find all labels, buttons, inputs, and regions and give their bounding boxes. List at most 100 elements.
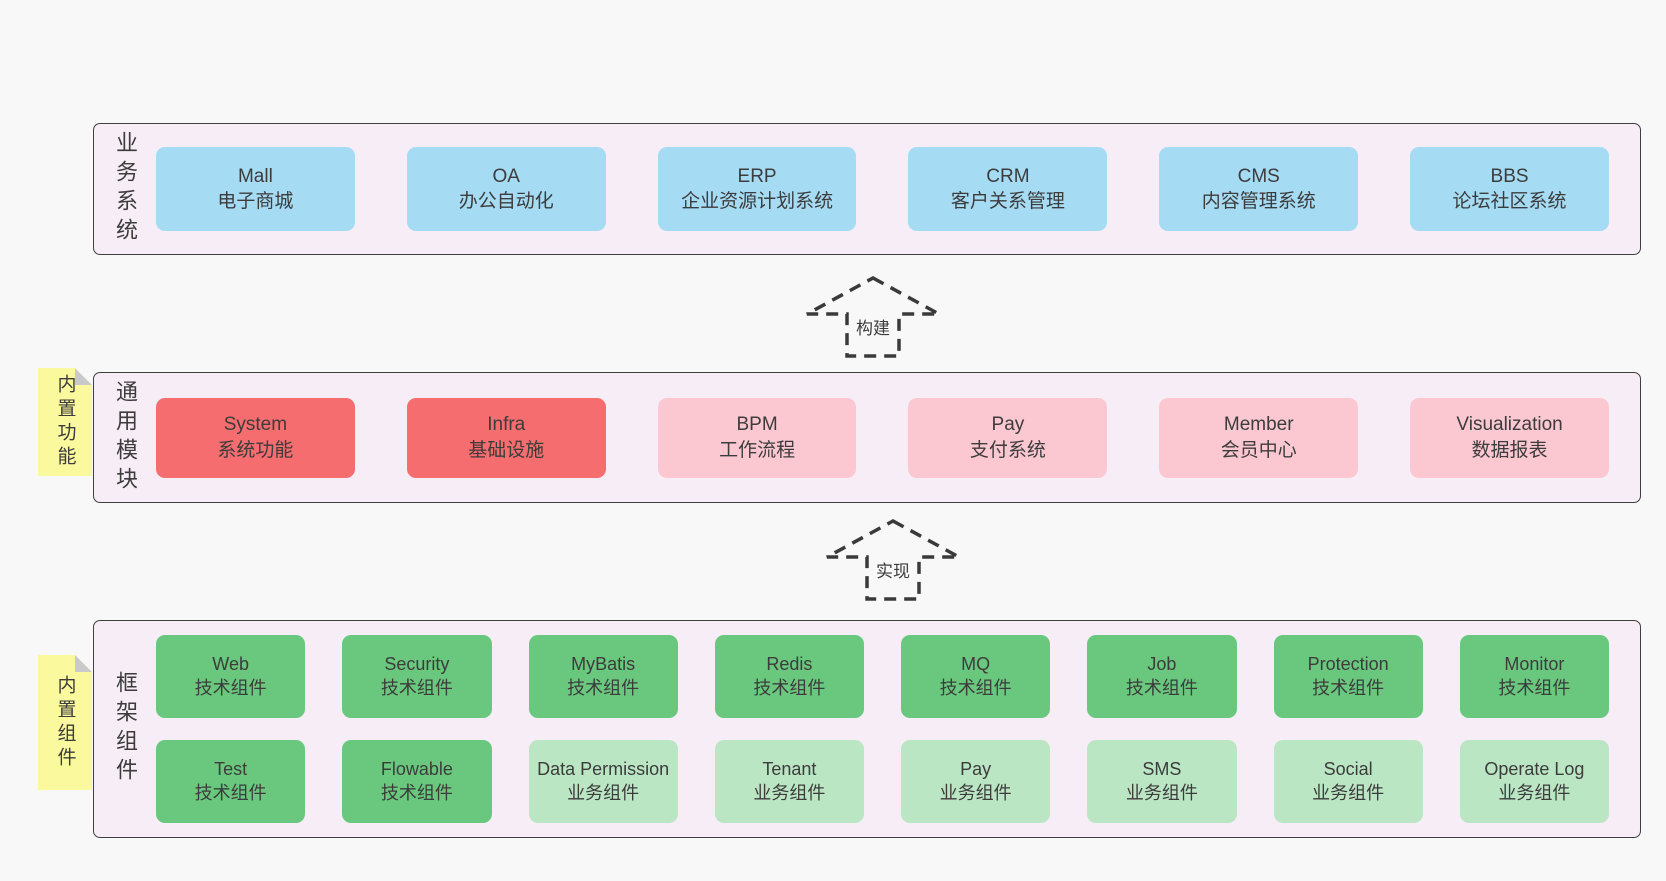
box-name: OA [492,165,520,187]
box-monitor: Monitor 技术组件 [1459,635,1609,718]
box-sub: 技术组件 [939,677,1012,698]
band-common-modules: 通用模块 System 系统功能 Infra 基础设施 BPM 工作流程 Pay… [93,372,1641,503]
box-row: Mall 电子商城 OA 办公自动化 ERP 企业资源计划系统 CRM 客户关系… [156,147,1640,231]
box-sub: 内容管理系统 [1201,191,1316,212]
box-sub: 办公自动化 [458,191,554,212]
sticky-label: 内置功能 [54,374,76,470]
box-name: Web [212,653,249,674]
dashed-up-arrow-icon [806,276,940,358]
band-business-systems: 业务系统 Mall 电子商城 OA 办公自动化 ERP 企业资源计划系统 CRM… [93,123,1641,255]
box-security: Security 技术组件 [342,635,492,718]
box-member: Member 会员中心 [1159,397,1359,478]
band-label-zone: 业务系统 [94,124,156,254]
box-name: Data Permission [537,758,670,779]
box-sub: 业务组件 [1312,782,1385,803]
box-sub: 业务组件 [939,782,1012,803]
arrow-build-label: 构建 [853,314,893,339]
box-bbs: BBS 论坛社区系统 [1410,147,1609,231]
box-sub: 数据报表 [1471,439,1548,461]
box-sub: 业务组件 [753,782,826,803]
box-oa: OA 办公自动化 [406,147,606,231]
box-name: Test [214,758,248,779]
sticky-label: 内置组件 [54,674,76,771]
box-name: Visualization [1456,414,1563,436]
box-mq: MQ 技术组件 [901,635,1051,718]
box-mybatis: MyBatis 技术组件 [528,635,678,718]
box-data-permission: Data Permission 业务组件 [528,740,678,823]
box-pay-component: Pay 业务组件 [901,740,1051,823]
box-row: Test 技术组件 Flowable 技术组件 Data Permission … [156,740,1609,823]
box-social: Social 业务组件 [1273,740,1423,823]
arrow-implement: 实现 [825,519,961,601]
box-bpm: BPM 工作流程 [657,397,857,478]
box-name: MQ [961,653,991,674]
box-name: SMS [1142,758,1182,779]
box-sub: 工作流程 [719,439,796,461]
box-sub: 电子商城 [217,191,294,212]
box-sub: 技术组件 [1312,677,1385,698]
box-row: System 系统功能 Infra 基础设施 BPM 工作流程 Pay 支付系统… [156,397,1640,478]
box-web: Web 技术组件 [156,635,306,718]
box-name: Monitor [1504,653,1565,674]
box-pay-system: Pay 支付系统 [908,397,1108,478]
box-name: Member [1223,414,1294,436]
box-sub: 论坛社区系统 [1452,191,1567,212]
box-cms: CMS 内容管理系统 [1159,147,1359,231]
box-erp: ERP 企业资源计划系统 [657,147,857,231]
band-label-framework-components: 框架组件 [113,671,138,787]
box-sub: 会员中心 [1220,439,1297,461]
box-sub: 技术组件 [194,782,267,803]
box-tenant: Tenant 业务组件 [714,740,864,823]
sticky-note-built-in-components: 内置组件 [38,655,92,790]
box-name: Job [1147,653,1177,674]
box-name: Social [1323,758,1373,779]
box-name: Mall [237,165,273,187]
box-row: Web 技术组件 Security 技术组件 MyBatis 技术组件 Redi… [156,635,1609,718]
box-infra: Infra 基础设施 [406,397,606,478]
box-visualization: Visualization 数据报表 [1410,397,1609,478]
box-mall: Mall 电子商城 [156,147,355,231]
box-name: CMS [1237,165,1280,187]
box-flowable: Flowable 技术组件 [342,740,492,823]
box-sub: 客户关系管理 [950,191,1065,212]
box-redis: Redis 技术组件 [714,635,864,718]
box-sub: 业务组件 [1498,782,1571,803]
box-name: Pay [960,758,992,779]
arrow-implement-label: 实现 [873,557,913,582]
box-sub: 技术组件 [194,677,267,698]
box-name: System [223,414,288,436]
box-sub: 支付系统 [969,439,1046,461]
box-name: Redis [766,653,813,674]
band-label-common-modules: 通用模块 [113,379,138,496]
box-system: System 系统功能 [156,397,355,478]
box-sub: 企业资源计划系统 [681,191,834,212]
band-framework-components: 框架组件 Web 技术组件 Security 技术组件 MyBatis 技术组件… [93,620,1641,838]
box-name: Operate Log [1484,758,1585,779]
box-sub: 技术组件 [567,677,640,698]
box-sub: 技术组件 [753,677,826,698]
box-name: Pay [991,414,1025,436]
box-name: Security [384,653,450,674]
box-sms: SMS 业务组件 [1087,740,1237,823]
box-name: Tenant [762,758,817,779]
box-operate-log: Operate Log 业务组件 [1459,740,1609,823]
box-job: Job 技术组件 [1087,635,1237,718]
box-sub: 技术组件 [1125,677,1198,698]
box-name: CRM [986,165,1030,187]
box-name: Flowable [380,758,453,779]
sticky-fold-corner [75,655,92,672]
box-name: BPM [736,414,778,436]
band-label-zone: 框架组件 [94,621,156,837]
box-protection: Protection 技术组件 [1273,635,1423,718]
band-label-zone: 通用模块 [94,373,156,502]
box-sub: 系统功能 [217,439,294,461]
box-crm: CRM 客户关系管理 [908,147,1108,231]
arrow-build: 构建 [805,276,941,358]
box-sub: 技术组件 [380,782,453,803]
box-name: Infra [487,414,526,436]
box-name: MyBatis [571,653,636,674]
box-name: BBS [1490,165,1529,187]
box-sub: 业务组件 [567,782,640,803]
box-sub: 基础设施 [468,439,545,461]
